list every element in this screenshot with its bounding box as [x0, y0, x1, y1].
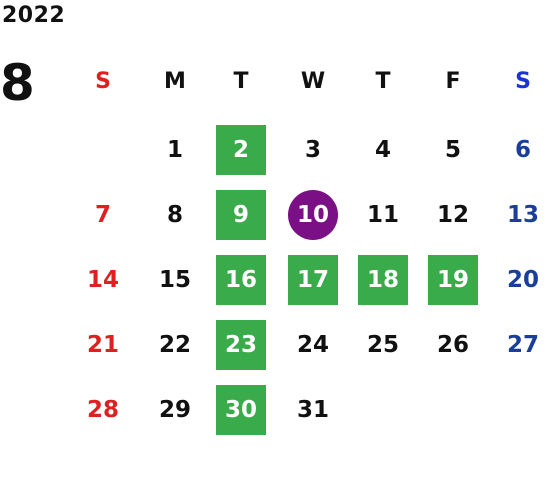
- day-cell-30[interactable]: 30: [216, 385, 266, 435]
- day-number: 5: [444, 137, 461, 163]
- day-cell-25[interactable]: 25: [353, 320, 413, 370]
- day-number: 4: [374, 137, 391, 163]
- day-cell-4[interactable]: 4: [353, 125, 413, 175]
- day-number: 1: [166, 137, 183, 163]
- day-cell-26[interactable]: 26: [423, 320, 483, 370]
- day-cell-19[interactable]: 19: [428, 255, 478, 305]
- weekday-header-mon: M: [164, 68, 186, 94]
- day-number: 21: [86, 332, 119, 358]
- day-cell-6[interactable]: 6: [493, 125, 548, 175]
- day-number: 25: [366, 332, 399, 358]
- day-cell-18[interactable]: 18: [358, 255, 408, 305]
- weekday-header-wed: W: [300, 68, 326, 94]
- day-number: 11: [366, 202, 399, 228]
- day-cell-7[interactable]: 7: [73, 190, 133, 240]
- day-number: 18: [366, 267, 399, 293]
- day-cell-21[interactable]: 21: [73, 320, 133, 370]
- day-number: 16: [224, 267, 257, 293]
- day-number: 22: [158, 332, 191, 358]
- day-number: 23: [224, 332, 257, 358]
- day-cell-12[interactable]: 12: [423, 190, 483, 240]
- day-number: 26: [436, 332, 469, 358]
- month-number: 8: [0, 54, 35, 112]
- day-cell-23[interactable]: 23: [216, 320, 266, 370]
- day-cell-24[interactable]: 24: [283, 320, 343, 370]
- day-number: 24: [296, 332, 329, 358]
- weekday-header-fri: F: [445, 68, 461, 94]
- day-number: 8: [166, 202, 183, 228]
- day-number: 2: [232, 137, 249, 163]
- day-cell-22[interactable]: 22: [145, 320, 205, 370]
- day-number: 27: [506, 332, 539, 358]
- day-cell-8[interactable]: 8: [145, 190, 205, 240]
- day-cell-10[interactable]: 10: [283, 190, 343, 240]
- day-cell-17[interactable]: 17: [288, 255, 338, 305]
- day-cell-16[interactable]: 16: [216, 255, 266, 305]
- day-cell-29[interactable]: 29: [145, 385, 205, 435]
- day-cell-31[interactable]: 31: [283, 385, 343, 435]
- day-cell-3[interactable]: 3: [283, 125, 343, 175]
- day-number: 28: [86, 397, 119, 423]
- day-number: 29: [158, 397, 191, 423]
- weekday-header-thu: T: [375, 68, 391, 94]
- day-cell-15[interactable]: 15: [145, 255, 205, 305]
- day-number: 9: [232, 202, 249, 228]
- day-number: 12: [436, 202, 469, 228]
- year-label: 2022: [2, 3, 66, 28]
- day-cell-28[interactable]: 28: [73, 385, 133, 435]
- day-cell-5[interactable]: 5: [423, 125, 483, 175]
- day-cell-9[interactable]: 9: [216, 190, 266, 240]
- day-number: 20: [506, 267, 539, 293]
- day-cell-27[interactable]: 27: [493, 320, 548, 370]
- day-number: 10: [296, 202, 329, 228]
- day-number: 15: [158, 267, 191, 293]
- day-number: 3: [304, 137, 321, 163]
- day-number: 19: [436, 267, 469, 293]
- day-number: 6: [514, 137, 531, 163]
- weekday-header-tue: T: [233, 68, 249, 94]
- day-number: 13: [506, 202, 539, 228]
- day-number: 31: [296, 397, 329, 423]
- day-number: 17: [296, 267, 329, 293]
- day-cell-13[interactable]: 13: [493, 190, 548, 240]
- weekday-header-sun: S: [95, 68, 111, 94]
- day-number: 14: [86, 267, 119, 293]
- day-cell-14[interactable]: 14: [73, 255, 133, 305]
- day-cell-11[interactable]: 11: [353, 190, 413, 240]
- day-number: 7: [94, 202, 111, 228]
- weekday-header-sat: S: [515, 68, 531, 94]
- day-number: 30: [224, 397, 257, 423]
- day-cell-20[interactable]: 20: [493, 255, 548, 305]
- day-cell-1[interactable]: 1: [145, 125, 205, 175]
- day-cell-2[interactable]: 2: [216, 125, 266, 175]
